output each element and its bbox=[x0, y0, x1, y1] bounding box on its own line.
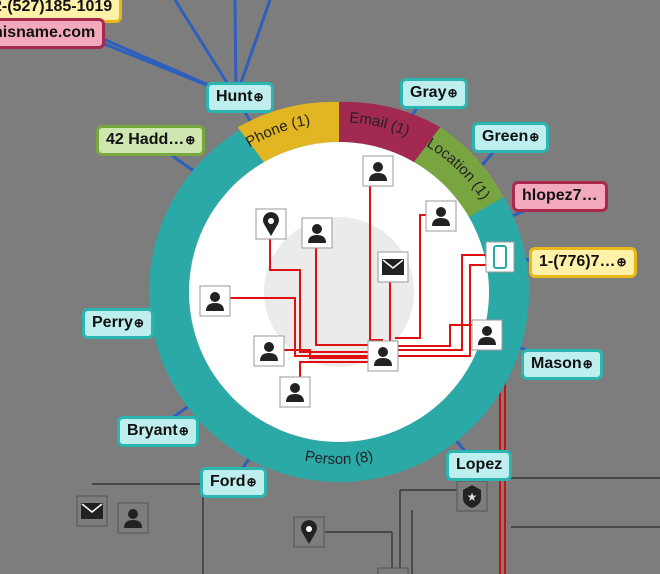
hunt-label[interactable]: Hunt⊕ bbox=[206, 82, 274, 113]
center-disc bbox=[264, 217, 414, 367]
mason-label[interactable]: Mason⊕ bbox=[521, 349, 603, 380]
person-icon[interactable] bbox=[362, 155, 394, 187]
phone-right-label[interactable]: 1-(776)7…⊕ bbox=[529, 247, 637, 278]
envelope-icon[interactable] bbox=[76, 495, 108, 527]
person-icon[interactable] bbox=[253, 335, 285, 367]
top-email-label[interactable]: nisname.com bbox=[0, 18, 106, 49]
expand-icon[interactable]: ⊕ bbox=[246, 475, 257, 489]
person-icon[interactable] bbox=[425, 200, 457, 232]
person-icon[interactable] bbox=[471, 319, 503, 351]
lopez-label[interactable]: Lopez bbox=[446, 450, 513, 481]
phone-ring-segment[interactable] bbox=[237, 101, 339, 163]
top-phone-label[interactable]: 2-(527)185-1019 bbox=[0, 0, 123, 23]
gray-label[interactable]: Gray⊕ bbox=[400, 78, 468, 109]
person-icon[interactable] bbox=[199, 285, 231, 317]
email-right-label[interactable]: hlopez7… bbox=[512, 181, 608, 212]
person-segment-label: Person (8) bbox=[304, 448, 375, 468]
person-icon[interactable] bbox=[279, 376, 311, 408]
ford-label[interactable]: Ford⊕ bbox=[200, 467, 267, 498]
address-label[interactable]: 42 Hadd…⊕ bbox=[96, 125, 206, 156]
location-pin-icon[interactable] bbox=[293, 516, 325, 548]
person-icon[interactable] bbox=[117, 502, 149, 534]
expand-icon[interactable]: ⊕ bbox=[133, 316, 144, 330]
green-label[interactable]: Green⊕ bbox=[472, 122, 550, 153]
expand-icon[interactable]: ⊕ bbox=[616, 255, 627, 269]
expand-icon[interactable]: ⊕ bbox=[582, 357, 593, 371]
phone-icon[interactable] bbox=[485, 241, 515, 273]
bryant-label[interactable]: Bryant⊕ bbox=[117, 416, 199, 447]
perry-label[interactable]: Perry⊕ bbox=[82, 308, 154, 339]
location-pin-icon[interactable] bbox=[255, 208, 287, 240]
person-icon[interactable] bbox=[377, 567, 409, 574]
person-icon[interactable] bbox=[301, 217, 333, 249]
expand-icon[interactable]: ⊕ bbox=[253, 90, 264, 104]
expand-icon[interactable]: ⊕ bbox=[185, 133, 196, 147]
expand-icon[interactable]: ⊕ bbox=[447, 86, 458, 100]
email-ring-segment[interactable] bbox=[339, 101, 441, 163]
person-icon[interactable] bbox=[367, 340, 399, 372]
expand-icon[interactable]: ⊕ bbox=[178, 424, 189, 438]
background-links bbox=[92, 477, 660, 574]
expand-icon[interactable]: ⊕ bbox=[529, 130, 540, 144]
badge-star-icon[interactable]: ★ bbox=[456, 480, 488, 512]
location-ring-segment[interactable] bbox=[414, 127, 504, 217]
envelope-icon[interactable] bbox=[377, 251, 409, 283]
svg-text:★: ★ bbox=[467, 490, 478, 504]
